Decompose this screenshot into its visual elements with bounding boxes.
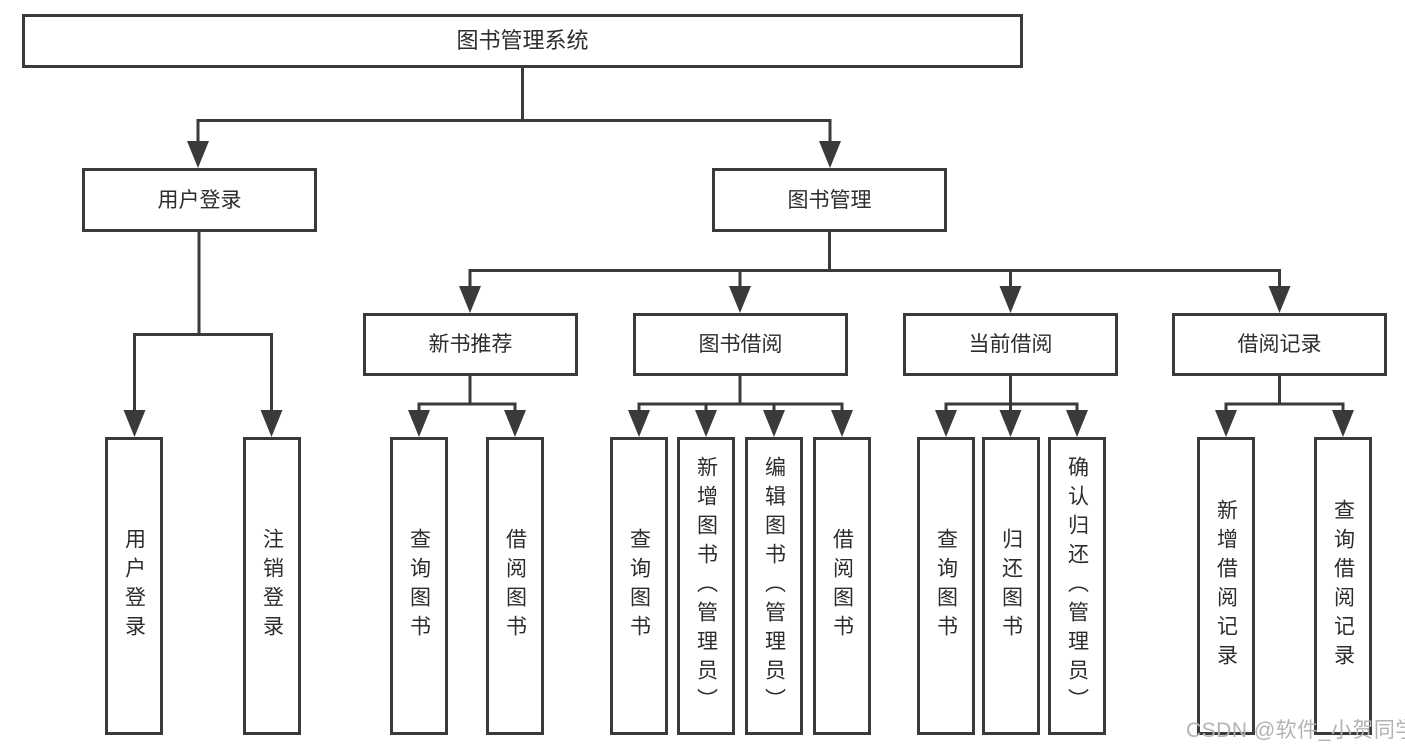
leaf-confirm-return-admin: 确认归还（管理员） [1048,437,1106,735]
edge-new-book-recommend-to-leaves [417,375,517,414]
leaf-user-login: 用户登录 [105,437,163,735]
arrow-down-icon [504,410,526,437]
leaf-edit-book-admin: 编辑图书（管理员） [745,437,803,735]
leaf-query-books-current: 查询图书 [917,437,975,735]
leaf-add-borrow-record: 新增借阅记录 [1197,437,1255,735]
arrow-down-icon [408,410,430,437]
leaf-borrow-books-recommend: 借阅图书 [486,437,544,735]
arrow-down-icon [695,410,717,437]
leaf-query-books-borrowing: 查询图书 [610,437,668,735]
arrow-down-icon [1332,410,1354,437]
edge-book-management-to-level3 [468,232,1281,290]
node-user-login: 用户登录 [82,168,317,232]
arrow-down-icon [260,410,283,437]
leaf-logout: 注销登录 [243,437,301,735]
arrow-down-icon [1215,410,1237,437]
arrow-down-icon [729,286,751,313]
arrow-down-icon [1268,286,1291,313]
arrow-down-icon [628,410,650,437]
arrow-down-icon [819,141,841,168]
edge-borrowing-records-to-leaves [1224,375,1345,414]
arrow-down-icon [1066,410,1088,437]
arrow-down-icon [831,410,853,437]
node-borrowing-records: 借阅记录 [1172,313,1387,376]
leaf-query-books-recommend: 查询图书 [390,437,448,735]
leaf-return-books: 归还图书 [982,437,1040,735]
edge-root-to-level2 [196,68,832,147]
node-book-management-system: 图书管理系统 [22,14,1023,68]
edge-current-borrowing-to-leaves [944,375,1079,414]
node-book-borrowing: 图书借阅 [633,313,848,376]
leaf-borrow-books-borrowing: 借阅图书 [813,437,871,735]
edge-user-login-to-leaves [133,232,273,414]
arrow-down-icon [459,286,481,313]
arrow-down-icon [935,410,957,437]
arrow-down-icon [999,410,1022,437]
leaf-add-book-admin: 新增图书（管理员） [677,437,735,735]
csdn-watermark: CSDN @软件_小贺同学 [1186,719,1405,742]
arrow-down-icon [187,141,209,168]
arrow-down-icon [123,410,146,437]
arrow-down-icon [763,410,785,437]
node-book-management: 图书管理 [712,168,947,232]
arrow-down-icon [999,286,1022,313]
node-new-book-recommend: 新书推荐 [363,313,578,376]
node-current-borrowing: 当前借阅 [903,313,1118,376]
leaf-query-borrow-record: 查询借阅记录 [1314,437,1372,735]
edge-book-borrowing-to-leaves [637,375,844,414]
